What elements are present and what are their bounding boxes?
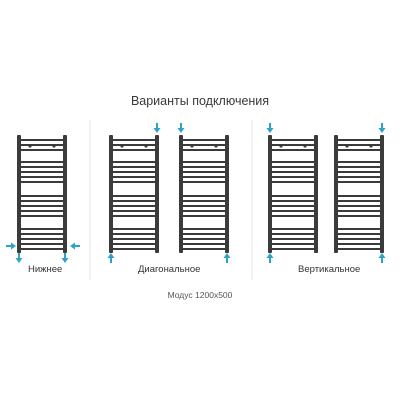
model-caption: Модус 1200х500 [167,290,233,300]
arrow-icon-vert1-bottom [266,253,274,263]
arrow-icon-vert2-top [378,123,386,133]
towel-rail-icon-diagonal-2 [179,135,229,253]
label-diagonal-connection: Диагональное [138,264,201,275]
arrow-icon-bottom-left-out [15,253,23,263]
towel-rail-icon-vertical-1 [268,135,318,253]
label-bottom-connection: Нижнее [28,264,63,275]
towel-rail-icon-vertical-2 [334,135,384,253]
arrow-icon-bottom-right-in [70,242,80,250]
arrow-icon-bottom-right-out [61,253,69,263]
page-title: Варианты подключения [130,94,270,108]
arrow-icon-bottom-left-in [6,242,16,250]
arrow-icon-vert2-bottom [378,253,386,263]
arrow-icon-diag2-bottom [223,253,231,263]
towel-rail-icon-diagonal-1 [109,135,159,253]
arrow-icon-diag2-top [177,123,185,133]
towel-rail-icon-bottom [17,135,67,253]
arrow-icon-vert1-top [266,123,274,133]
label-vertical-connection: Вертикальное [298,264,361,275]
arrow-icon-diag1-bottom [107,253,115,263]
arrow-icon-diag1-top [153,123,161,133]
